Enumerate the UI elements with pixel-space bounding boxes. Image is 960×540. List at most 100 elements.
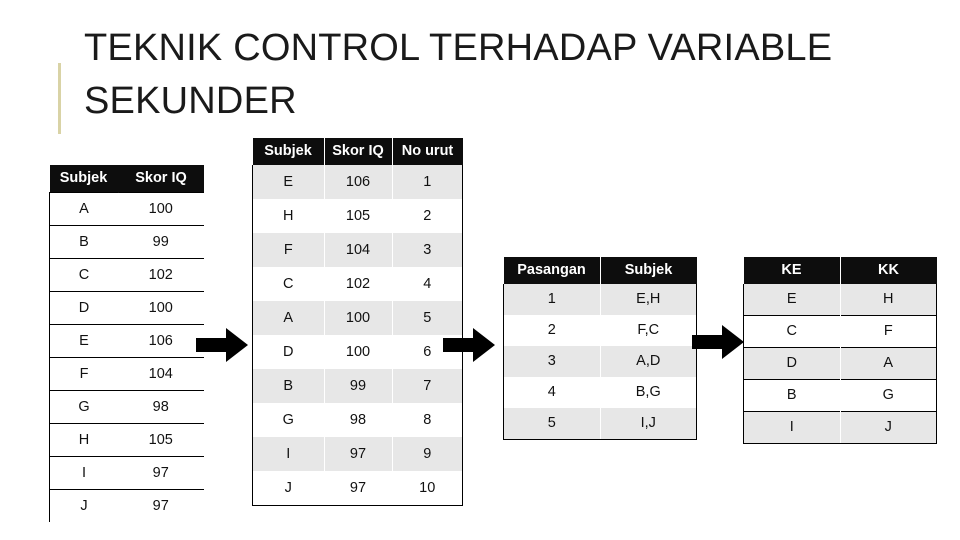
cell-no-urut: 3 bbox=[392, 233, 463, 267]
cell-subjek: F,C bbox=[600, 315, 697, 346]
cell-subjek: A bbox=[49, 192, 118, 226]
cell-skor-iq: 102 bbox=[118, 258, 204, 292]
table-row: C 102 4 bbox=[252, 267, 463, 301]
table-row: A 100 5 bbox=[252, 301, 463, 335]
cell-subjek: H bbox=[252, 199, 325, 233]
table-row: E H bbox=[743, 284, 937, 316]
cell-kk: G bbox=[840, 379, 937, 412]
table-row: I 97 bbox=[49, 456, 204, 490]
cell-skor-iq: 102 bbox=[324, 267, 393, 301]
table-row: E 106 bbox=[49, 324, 204, 358]
cell-skor-iq: 106 bbox=[324, 165, 393, 199]
cell-ke: B bbox=[743, 379, 841, 412]
cell-subjek: E bbox=[252, 165, 325, 199]
table-header-row: Pasangan Subjek bbox=[503, 257, 697, 284]
table-groups-body: E H C F D A B G I J bbox=[743, 284, 937, 444]
cell-kk: A bbox=[840, 347, 937, 380]
cell-subjek: C bbox=[49, 258, 118, 292]
cell-skor-iq: 100 bbox=[324, 301, 393, 335]
page-title-line-1: TEKNIK CONTROL TERHADAP VARIABLE bbox=[84, 27, 833, 69]
table-row: 5 I,J bbox=[503, 408, 697, 440]
cell-skor-iq: 105 bbox=[118, 423, 204, 457]
table-row: E 106 1 bbox=[252, 165, 463, 199]
table-iq-raw: Subjek Skor IQ A 100 B 99 C 102 D 100 E bbox=[49, 165, 204, 522]
table-row: C 102 bbox=[49, 258, 204, 292]
cell-no-urut: 10 bbox=[392, 471, 463, 506]
table-row: H 105 2 bbox=[252, 199, 463, 233]
cell-subjek: I bbox=[252, 437, 325, 471]
table-row: G 98 8 bbox=[252, 403, 463, 437]
cell-no-urut: 4 bbox=[392, 267, 463, 301]
cell-subjek: J bbox=[252, 471, 325, 506]
table-row: D 100 bbox=[49, 291, 204, 325]
cell-skor-iq: 97 bbox=[324, 471, 393, 506]
arrow-right-icon bbox=[692, 322, 744, 362]
table-row: F 104 bbox=[49, 357, 204, 391]
column-header-skor-iq: Skor IQ bbox=[117, 165, 204, 193]
cell-subjek: F bbox=[252, 233, 325, 267]
table-row: C F bbox=[743, 315, 937, 348]
cell-ke: C bbox=[743, 315, 841, 348]
table-row: A 100 bbox=[49, 192, 204, 226]
table-row: J 97 bbox=[49, 489, 204, 522]
table-row: I J bbox=[743, 411, 937, 444]
page-title: TEKNIK CONTROL TERHADAP VARIABLE SEKUNDE… bbox=[84, 22, 960, 128]
cell-subjek: B,G bbox=[600, 377, 697, 408]
cell-subjek: I,J bbox=[600, 408, 697, 440]
cell-ke: I bbox=[743, 411, 841, 444]
cell-skor-iq: 97 bbox=[118, 456, 204, 490]
table-row: B 99 bbox=[49, 225, 204, 259]
cell-subjek: I bbox=[49, 456, 118, 490]
table-row: 2 F,C bbox=[503, 315, 697, 346]
cell-pasangan: 3 bbox=[503, 346, 601, 377]
cell-skor-iq: 100 bbox=[324, 335, 393, 369]
table-pairs: Pasangan Subjek 1 E,H 2 F,C 3 A,D 4 B,G bbox=[503, 257, 697, 440]
cell-pasangan: 1 bbox=[503, 284, 601, 315]
cell-skor-iq: 104 bbox=[118, 357, 204, 391]
page-title-line-2: SEKUNDER bbox=[84, 80, 297, 122]
table-row: G 98 bbox=[49, 390, 204, 424]
column-header-subjek: Subjek bbox=[600, 257, 697, 284]
cell-pasangan: 2 bbox=[503, 315, 601, 346]
table-row: D A bbox=[743, 347, 937, 380]
cell-pasangan: 5 bbox=[503, 408, 601, 440]
cell-subjek: D bbox=[49, 291, 118, 325]
column-header-no-urut: No urut bbox=[392, 138, 463, 165]
cell-no-urut: 2 bbox=[392, 199, 463, 233]
cell-pasangan: 4 bbox=[503, 377, 601, 408]
cell-subjek: F bbox=[49, 357, 118, 391]
table-iq-ranked-body: E 106 1 H 105 2 F 104 3 C 102 4 A 100 bbox=[252, 165, 463, 506]
table-row: 4 B,G bbox=[503, 377, 697, 408]
cell-subjek: G bbox=[49, 390, 118, 424]
column-header-subjek: Subjek bbox=[49, 165, 118, 193]
cell-ke: E bbox=[743, 284, 841, 316]
cell-skor-iq: 100 bbox=[118, 291, 204, 325]
table-row: J 97 10 bbox=[252, 471, 463, 506]
cell-subjek: G bbox=[252, 403, 325, 437]
cell-subjek: B bbox=[49, 225, 118, 259]
table-iq-raw-body: A 100 B 99 C 102 D 100 E 106 F 104 bbox=[49, 192, 204, 522]
arrow-right-icon bbox=[196, 325, 248, 365]
cell-skor-iq: 105 bbox=[324, 199, 393, 233]
cell-kk: F bbox=[840, 315, 937, 348]
table-header-row: Subjek Skor IQ No urut bbox=[252, 138, 463, 165]
table-header-row: KE KK bbox=[743, 257, 937, 284]
cell-ke: D bbox=[743, 347, 841, 380]
cell-no-urut: 9 bbox=[392, 437, 463, 471]
cell-subjek: A bbox=[252, 301, 325, 335]
cell-skor-iq: 98 bbox=[324, 403, 393, 437]
title-accent-bar bbox=[58, 63, 61, 134]
cell-skor-iq: 98 bbox=[118, 390, 204, 424]
table-iq-ranked: Subjek Skor IQ No urut E 106 1 H 105 2 F… bbox=[252, 138, 463, 506]
table-groups: KE KK E H C F D A B G I J bbox=[743, 257, 937, 444]
cell-subjek: H bbox=[49, 423, 118, 457]
column-header-pasangan: Pasangan bbox=[503, 257, 601, 284]
cell-skor-iq: 97 bbox=[324, 437, 393, 471]
cell-skor-iq: 104 bbox=[324, 233, 393, 267]
cell-no-urut: 7 bbox=[392, 369, 463, 403]
column-header-kk: KK bbox=[840, 257, 937, 284]
cell-skor-iq: 99 bbox=[324, 369, 393, 403]
arrow-right-icon bbox=[443, 325, 495, 365]
column-header-skor-iq: Skor IQ bbox=[324, 138, 393, 165]
cell-kk: J bbox=[840, 411, 937, 444]
